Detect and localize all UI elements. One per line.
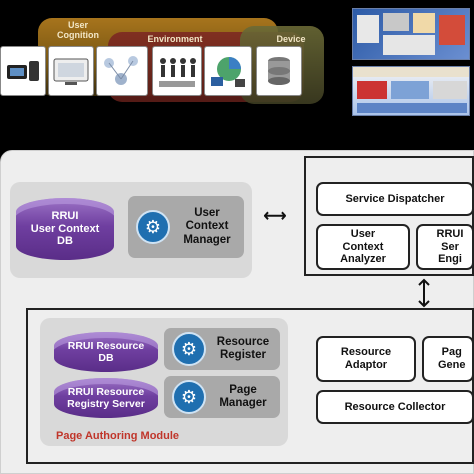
phone-icon (7, 61, 39, 81)
device-label: Device (276, 34, 306, 44)
page-frame (26, 308, 474, 464)
rendered-page-preview-2 (352, 66, 470, 116)
screen-thumbnail (48, 46, 94, 96)
network-icon (104, 56, 138, 85)
resource-registry-server: RRUI Resource Registry Server (54, 378, 158, 418)
display-icon (53, 58, 89, 85)
service-dispatcher: Service Dispatcher (316, 182, 474, 216)
hand-device-thumbnail (0, 46, 46, 96)
page-authoring-module-label: Page Authoring Module (56, 430, 180, 442)
network-thumbnail (96, 46, 148, 96)
environment-thumbnail (204, 46, 252, 96)
user-context-analyzer: User Context Analyzer (316, 224, 410, 270)
device-thumbnail (256, 46, 302, 96)
people-thumbnail (152, 46, 202, 96)
vertical-arrow (414, 278, 434, 308)
gear-icon: ⚙ (136, 210, 170, 244)
rrui-service-engine: RRUI Ser Engi (416, 224, 474, 270)
environment-label: Environment (147, 34, 203, 44)
people-icon (159, 58, 196, 87)
user-cognition-label: User Cognition (57, 20, 99, 40)
user-context-manager: ⚙ User Context Manager (128, 196, 244, 258)
resource-collector: Resource Collector (316, 390, 474, 424)
database-icon (268, 57, 290, 85)
page-generator: Pag Gene (422, 336, 474, 382)
user-context-db: RRUI User Context DB (16, 198, 114, 260)
globe-icon (211, 57, 245, 87)
resource-register: ⚙ Resource Register (164, 328, 280, 370)
page-manager-label: Page Manager (219, 383, 267, 409)
resource-db: RRUI Resource DB (54, 332, 158, 372)
bidirectional-arrow-context: ⟷ (263, 208, 287, 225)
gear-icon: ⚙ (172, 332, 206, 366)
user-context-manager-label: User Context Manager (183, 207, 231, 246)
page-manager: ⚙ Page Manager (164, 376, 280, 418)
resource-adaptor: Resource Adaptor (316, 336, 416, 382)
service-frame (304, 156, 474, 276)
gear-icon: ⚙ (172, 380, 206, 414)
resource-register-label: Resource Register (216, 335, 270, 361)
rendered-page-preview-1 (352, 8, 470, 60)
